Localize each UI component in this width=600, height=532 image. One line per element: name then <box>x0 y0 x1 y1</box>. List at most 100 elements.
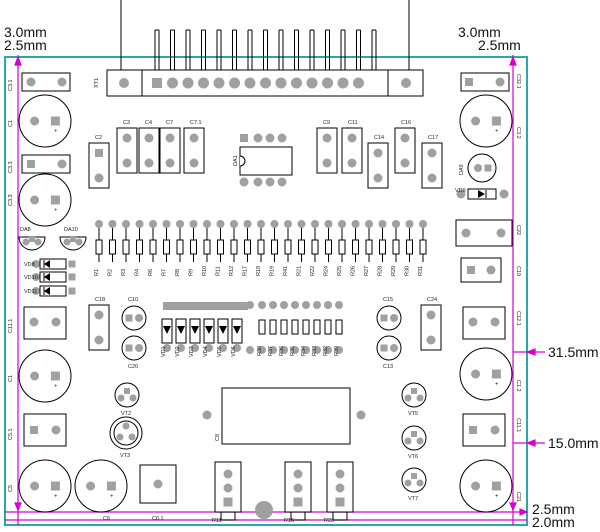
resistor: R37 <box>268 301 277 356</box>
electrolytic-capacitors: +C1+C3.2+C3.3+C1.2+C1+C5+C6+C21C10C20C15… <box>8 94 521 522</box>
electrolytic-capacitor: +C3.3 <box>8 173 72 227</box>
diode: VD11 <box>24 285 76 297</box>
resistor-label: R25 <box>337 266 343 276</box>
capacitor-label: C13 <box>383 364 393 370</box>
resistor: R10 <box>202 220 211 276</box>
resistor: R28 <box>378 220 387 276</box>
capacitor-label: C3 <box>123 120 130 126</box>
diode: VD4 <box>203 302 215 357</box>
resistor: R12 <box>229 220 238 276</box>
resistor: R18 <box>256 220 265 276</box>
chip-da1: DA1 <box>233 133 293 187</box>
capacitor-label: C14 <box>374 135 384 141</box>
resistor-label: R24 <box>324 266 330 276</box>
capacitor-label: C1.2 <box>515 380 521 392</box>
transistor: VT5 <box>401 382 427 417</box>
capacitor-label: C7 <box>166 120 173 126</box>
resistor: R36 <box>279 301 288 356</box>
diode: VD10 <box>24 271 76 283</box>
transistor: VT2 <box>114 382 140 417</box>
capacitor-label: C15 <box>383 297 393 303</box>
diode: VD5 <box>217 302 229 357</box>
trimmer-label: R16 <box>284 518 294 524</box>
capacitor: C7.1 <box>183 120 205 174</box>
resistor-label: R6 <box>148 269 154 276</box>
dim-bottom-upper: 2.5mm <box>532 501 575 517</box>
resistor-label: R1 <box>94 269 100 276</box>
capacitor-label: C7.1 <box>190 120 202 126</box>
trimmer: R23 <box>324 461 354 524</box>
resistor: R1 <box>94 220 103 276</box>
transistor-label: VT3 <box>120 453 130 459</box>
capacitor-label: C17 <box>428 135 438 141</box>
capacitor: C18 <box>88 297 110 351</box>
capacitor-label: C5 <box>8 485 14 492</box>
mounting-hole <box>255 501 273 519</box>
resistor: R30 <box>405 220 414 276</box>
trimmer-label: R23 <box>324 518 334 524</box>
resistor: R7 <box>162 220 171 276</box>
resistor: R2 <box>108 220 117 276</box>
component-box: C32.1 <box>460 72 521 92</box>
electrolytic-capacitor: + C5 <box>8 459 72 513</box>
dim-top-right-inner: 2.5mm <box>478 37 521 53</box>
component-label: C11.1 <box>515 418 521 432</box>
component-label: C12.1 <box>515 311 521 326</box>
regulator-label: DA10 <box>64 227 78 233</box>
resistor-label: R31 <box>418 266 424 276</box>
capacitor: C24 <box>420 297 442 351</box>
resistor-label: R8 <box>175 269 181 276</box>
resistor-label: R19 <box>270 266 276 276</box>
electrolytic-capacitor: +C3.2 <box>459 94 521 148</box>
component-label: C6.1 <box>152 516 164 522</box>
capacitor-label: C21 <box>515 492 521 502</box>
diode-label: VD4 <box>203 346 209 357</box>
capacitor: C3 <box>116 120 138 174</box>
resistor-label: R12 <box>229 266 235 276</box>
transistor-label: VT7 <box>408 496 418 502</box>
regulator-label: DA9 <box>459 164 465 175</box>
component-box: C12.1 <box>462 306 521 340</box>
transistor-label: VT2 <box>121 411 131 417</box>
resistor: R34 <box>301 301 310 356</box>
transistor: VT6 <box>401 425 427 460</box>
resistor: R39 <box>334 301 343 356</box>
diode-vd9: VD9 <box>455 188 509 200</box>
xt1-label: XT1 <box>94 78 100 88</box>
resistor-label: R21 <box>297 266 303 276</box>
diode-label: VD5 <box>217 346 223 357</box>
resistor-label: R28 <box>378 266 384 276</box>
capacitor-label: C3.2 <box>515 127 521 139</box>
resistor-label: R22 <box>310 266 316 276</box>
component-box: C11.1 <box>462 413 521 447</box>
resistor-label: R35 <box>290 346 296 356</box>
resistor-label: R7 <box>162 269 168 276</box>
resistor: R17 <box>243 220 252 276</box>
capacitor: C11 <box>341 120 363 174</box>
resistor-label: R30 <box>405 266 411 276</box>
capacitor: C16 <box>394 120 416 174</box>
regulator: DA10 <box>59 227 87 251</box>
capacitor: C4 <box>138 120 160 174</box>
svg-text:VD9: VD9 <box>455 188 466 194</box>
capacitor-label: C9 <box>323 120 330 126</box>
dim-top-left-inner: 2.5mm <box>4 37 47 53</box>
resistor-label: R4 <box>135 269 141 276</box>
polarity-mark: + <box>54 494 57 500</box>
resistor-label: R3 <box>121 269 127 276</box>
capacitor-label: C3.3 <box>8 194 14 206</box>
electrolytic-capacitor: +C21 <box>459 459 521 513</box>
component-box: C19 <box>460 257 521 283</box>
resistor: R38 <box>257 301 266 356</box>
capacitor-label: C2 <box>95 135 102 141</box>
resistor: R9 <box>189 220 198 276</box>
component-label: C3.3 <box>8 161 14 173</box>
component-label: C32.1 <box>515 74 521 89</box>
resistor: R22 <box>310 220 319 276</box>
transistor: VT7 <box>401 467 427 502</box>
capacitor-label: C1 <box>8 120 14 127</box>
resistor: R19 <box>270 220 279 276</box>
svg-text:DA1: DA1 <box>233 155 239 166</box>
